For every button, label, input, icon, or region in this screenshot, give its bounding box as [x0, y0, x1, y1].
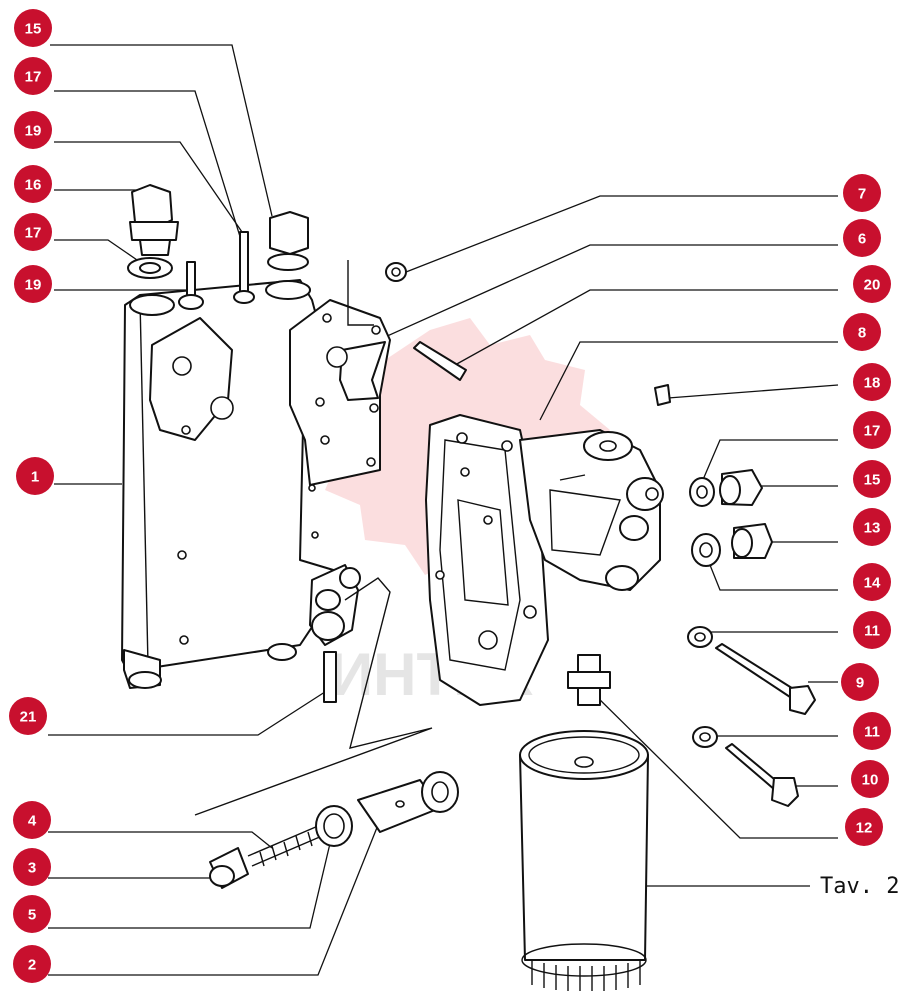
stud-and-nut: [385, 262, 671, 406]
callout-badge: 19: [14, 111, 52, 149]
callout-number: 17: [25, 225, 42, 242]
callout-badge: 11: [853, 611, 891, 649]
callout-number: 19: [25, 277, 42, 294]
callout-badge: 6: [843, 219, 881, 257]
plate-title: Tav. 2: [820, 874, 899, 899]
mounting-plate: [289, 260, 391, 486]
callout-badge: 20: [853, 265, 891, 303]
callout-badge: 12: [845, 808, 883, 846]
side-fittings: [689, 469, 773, 567]
callout-number: 19: [25, 123, 42, 140]
callout-badge: 1: [16, 457, 54, 495]
callout-number: 8: [858, 325, 866, 342]
valve-housing-lug: [309, 564, 361, 646]
callout-badge: 19: [14, 265, 52, 303]
top-fittings: [127, 184, 311, 310]
callout-number: 17: [864, 423, 881, 440]
callout-badges: 15 17 19 16 17 19 1 21 4 3 5 2 7 6 20 8 …: [9, 9, 891, 983]
callout-number: 18: [864, 375, 881, 392]
callout-number: 10: [862, 772, 879, 789]
callout-number: 1: [31, 469, 39, 486]
callout-number: 13: [864, 520, 881, 537]
callout-number: 5: [28, 907, 36, 924]
callout-badge: 10: [851, 760, 889, 798]
nipple-fitting: [567, 654, 611, 706]
bolts-and-washers: [687, 626, 816, 807]
callout-badge: 18: [853, 363, 891, 401]
callout-number: 15: [864, 472, 881, 489]
callout-badge: 16: [14, 165, 52, 203]
callout-number: 4: [28, 813, 37, 830]
callout-number: 3: [28, 860, 36, 877]
callout-badge: 9: [841, 663, 879, 701]
callout-badge: 15: [853, 460, 891, 498]
callout-number: 21: [20, 709, 37, 726]
callout-badge: 2: [13, 945, 51, 983]
break-line: [194, 577, 433, 816]
callout-badge: 7: [843, 174, 881, 212]
callout-number: 14: [864, 575, 881, 592]
callout-badge: 17: [14, 57, 52, 95]
callout-badge: 4: [13, 801, 51, 839]
callout-badge: 14: [853, 563, 891, 601]
callout-badge: 8: [843, 313, 881, 351]
callout-badge: 17: [853, 411, 891, 449]
callout-badge: 13: [853, 508, 891, 546]
callout-number: 6: [858, 231, 866, 248]
leader-lines: [48, 44, 839, 976]
stud: [323, 651, 337, 703]
callout-badge: 21: [9, 697, 47, 735]
callout-number: 12: [856, 820, 873, 837]
callout-badge: 17: [14, 213, 52, 251]
callout-number: 7: [858, 186, 866, 203]
callout-badge: 5: [13, 895, 51, 933]
filter-head: [425, 414, 664, 706]
oil-filter-cartridge: [519, 730, 649, 991]
callout-badge: 11: [853, 712, 891, 750]
callout-number: 11: [864, 724, 880, 741]
callout-number: 15: [25, 21, 42, 38]
callout-number: 11: [864, 623, 880, 640]
callout-number: 9: [856, 675, 864, 692]
callout-badge: 15: [14, 9, 52, 47]
callout-number: 20: [864, 277, 881, 294]
callout-number: 16: [25, 177, 42, 194]
callout-number: 17: [25, 69, 42, 86]
bypass-valve-parts: [209, 771, 459, 889]
callout-badge: 3: [13, 848, 51, 886]
callout-number: 2: [28, 957, 36, 974]
